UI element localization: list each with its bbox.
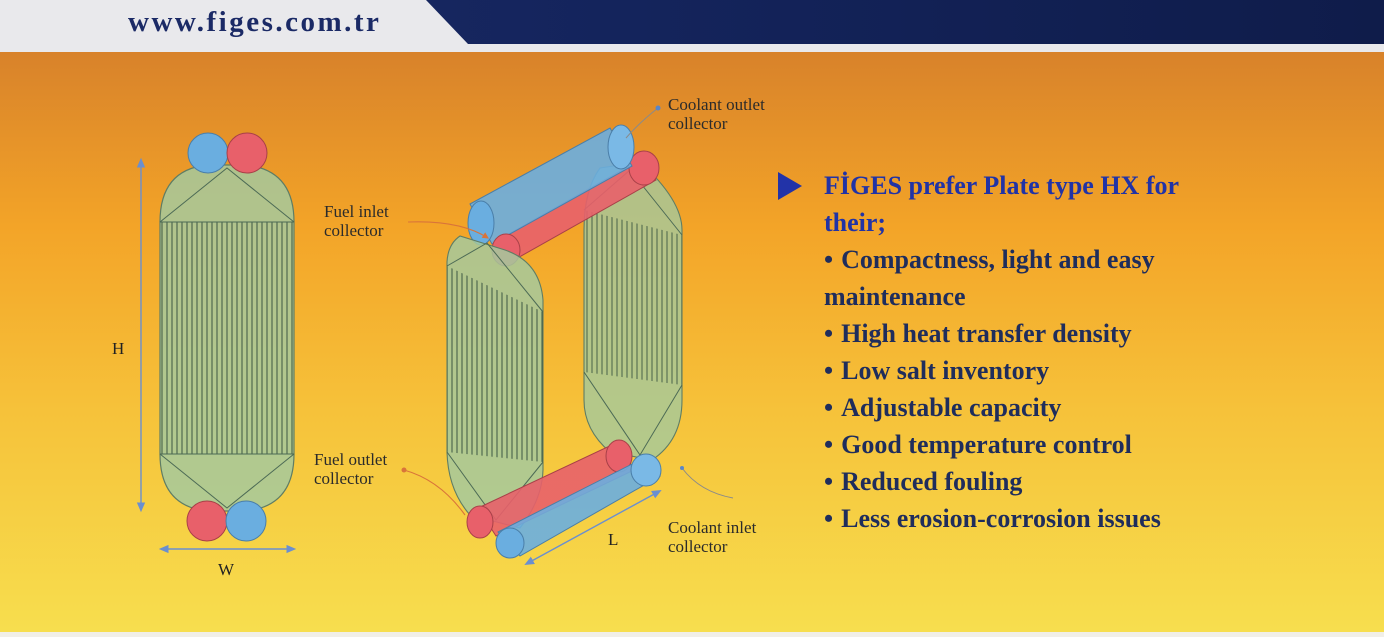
- fuel-outlet-label-line2: collector: [314, 469, 374, 488]
- fuel-port-bottom: [186, 500, 228, 542]
- benefits-list: •Compactness, light and easy maintenance…: [776, 241, 1246, 537]
- bullet-dot-icon: •: [824, 245, 834, 274]
- bullet-dot-icon: •: [824, 356, 834, 385]
- fuel-inlet-label: Fuel inlet: [324, 202, 389, 221]
- coolant-outlet-leader: [625, 107, 659, 139]
- benefits-heading-text: FİGES prefer Plate type HX for their;: [824, 171, 1179, 237]
- bottom-strip: [0, 632, 1384, 637]
- list-item: •Low salt inventory: [824, 356, 1050, 385]
- coolant-port-top: [187, 132, 229, 174]
- coolant-outlet-label: Coolant outlet: [668, 95, 765, 114]
- fuel-inlet-leader: [407, 221, 489, 239]
- width-dimension-label: W: [218, 560, 235, 579]
- play-arrow-icon: [778, 172, 802, 200]
- front-view-exchanger: [159, 132, 295, 542]
- fuel-outlet-label: Fuel outlet: [314, 450, 387, 469]
- length-dimension-line: [524, 489, 662, 566]
- fuel-outlet-leader: [403, 469, 466, 516]
- bullet-dot-icon: •: [824, 504, 834, 533]
- isometric-exchanger: [446, 124, 683, 559]
- coolant-inlet-label: Coolant inlet: [668, 518, 757, 537]
- list-item: •Compactness, light and easy maintenance: [824, 245, 1155, 311]
- front-view-plates: [160, 222, 294, 454]
- length-dimension-label: L: [608, 530, 618, 549]
- height-dimension-label: H: [112, 339, 124, 358]
- coolant-port-bottom: [225, 500, 267, 542]
- coolant-outlet-label-line2: collector: [668, 114, 728, 133]
- list-item: •Less erosion-corrosion issues: [824, 504, 1161, 533]
- bullet-dot-icon: •: [824, 467, 834, 496]
- list-item: •Good temperature control: [824, 430, 1132, 459]
- bullet-dot-icon: •: [824, 393, 834, 422]
- bullet-dot-icon: •: [824, 430, 834, 459]
- fuel-inlet-label-line2: collector: [324, 221, 384, 240]
- bullet-dot-icon: •: [824, 319, 834, 348]
- site-url[interactable]: www.figes.com.tr: [128, 6, 382, 38]
- list-item: •High heat transfer density: [824, 319, 1132, 348]
- coolant-inlet-label-line2: collector: [668, 537, 728, 556]
- coolant-inlet-leader: [681, 467, 734, 499]
- list-item: •Adjustable capacity: [824, 393, 1062, 422]
- benefits-heading: FİGES prefer Plate type HX for their;: [776, 167, 1246, 241]
- list-item: •Reduced fouling: [824, 467, 1023, 496]
- fuel-port-top: [226, 132, 268, 174]
- benefits-panel: FİGES prefer Plate type HX for their; •C…: [776, 167, 1246, 537]
- header-band: [426, 0, 1384, 44]
